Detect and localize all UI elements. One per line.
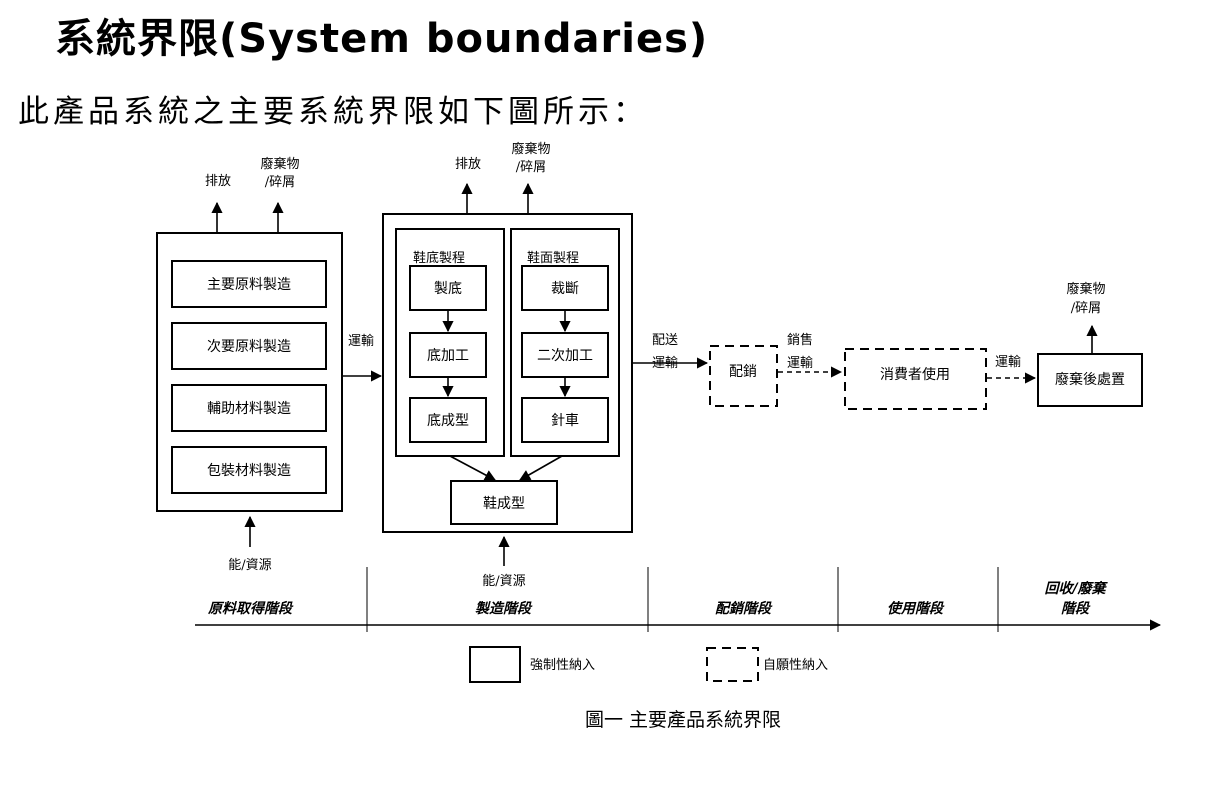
stage-label: 配銷階段 — [715, 600, 773, 617]
shoe-forming-label: 鞋成型 — [483, 496, 525, 512]
stage-label: 使用階段 — [887, 600, 945, 617]
raw-material-boundary — [156, 232, 343, 512]
stage-label: 製造階段 — [475, 600, 533, 617]
legend-dashed-swatch — [706, 647, 759, 682]
emission-label: 排放 — [205, 174, 231, 189]
upper-process-box — [510, 228, 620, 457]
upper-step-box — [521, 265, 609, 311]
disposal-label: 廢棄後處置 — [1055, 371, 1125, 388]
legend-mandatory-label: 強制性納入 — [530, 658, 595, 673]
legend-solid-swatch — [469, 646, 521, 683]
sole-step-label: 底加工 — [427, 348, 469, 364]
raw-item-box — [171, 322, 327, 370]
manufacturing-group: 鞋底製程 鞋面製程 製底 底加工 底成型 裁斷 二次加工 針車 鞋成型 排放 廢… — [382, 142, 633, 589]
distribution-box — [709, 345, 778, 407]
raw-item-label: 主要原料製造 — [207, 277, 291, 293]
consumer-use-label: 消費者使用 — [880, 366, 950, 383]
waste-label: 廢棄物 — [511, 142, 550, 157]
waste-label: /碎屑 — [516, 160, 546, 175]
raw-item-label: 包裝材料製造 — [207, 463, 291, 479]
upper-process-title: 鞋面製程 — [527, 250, 579, 266]
resource-input-label: 能/資源 — [228, 558, 271, 573]
upper-step-label: 針車 — [551, 412, 579, 429]
shoe-forming-box — [450, 480, 558, 525]
transport-label: 銷售 — [787, 332, 813, 348]
distribution-label: 配銷 — [729, 364, 757, 380]
raw-item-box — [171, 260, 327, 308]
legend-voluntary-label: 自願性納入 — [763, 658, 828, 673]
raw-item-label: 輔助材料製造 — [207, 401, 291, 417]
raw-item-box — [171, 446, 327, 494]
manufacturing-boundary — [382, 213, 633, 533]
waste-label: /碎屑 — [265, 175, 295, 190]
page-title: 系統界限(System boundaries) — [55, 16, 709, 62]
upper-step-box — [521, 397, 609, 443]
emission-label: 排放 — [455, 157, 481, 172]
raw-item-label: 次要原料製造 — [207, 339, 291, 355]
upper-step-label: 二次加工 — [537, 348, 593, 364]
transport-label: 運輸 — [787, 356, 813, 371]
raw-material-group: 主要原料製造 次要原料製造 輔助材料製造 包裝材料製造 排放 廢棄物 /碎屑 能… — [156, 157, 343, 573]
upper-step-label: 裁斷 — [551, 281, 579, 297]
waste-label: 廢棄物 — [260, 157, 299, 172]
sole-step-label: 製底 — [434, 281, 462, 297]
stage-label: 原料取得階段 — [207, 600, 294, 617]
transport-label: 運輸 — [995, 355, 1021, 370]
figure-caption: 圖一 主要產品系統界限 — [585, 709, 781, 731]
intro-text: 此產品系統之主要系統界限如下圖所示： — [18, 94, 648, 130]
converge-arrow — [449, 455, 496, 481]
raw-item-box — [171, 384, 327, 432]
transport-label: 運輸 — [348, 334, 374, 349]
transport-label: 配送 — [652, 333, 678, 348]
waste-label: /碎屑 — [1071, 301, 1101, 316]
stage-label: 階段 — [1061, 600, 1091, 617]
sole-step-label: 底成型 — [427, 413, 469, 429]
transport-label: 運輸 — [652, 356, 678, 371]
sole-step-box — [409, 265, 487, 311]
upper-step-box — [521, 332, 609, 378]
sole-step-box — [409, 397, 487, 443]
stage-label: 回收/廢棄 — [1044, 580, 1108, 597]
sole-process-title: 鞋底製程 — [413, 250, 465, 266]
disposal-box — [1037, 353, 1143, 407]
resource-input-label: 能/資源 — [482, 574, 525, 589]
sole-step-box — [409, 332, 487, 378]
waste-label: 廢棄物 — [1066, 282, 1105, 297]
converge-arrow — [519, 455, 563, 481]
consumer-use-box — [844, 348, 987, 410]
